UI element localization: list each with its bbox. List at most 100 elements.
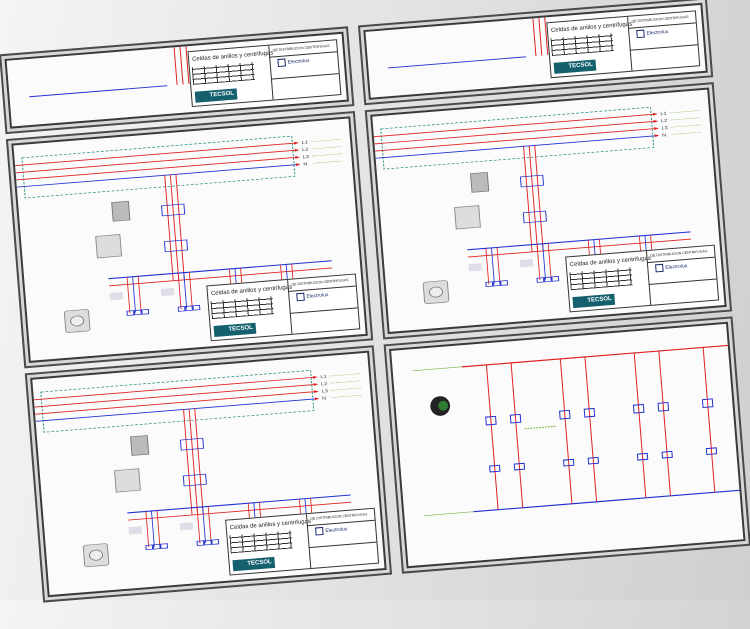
electrolux-icon xyxy=(636,29,645,39)
bus-label: N xyxy=(303,162,308,168)
bus-label: L3 xyxy=(303,154,310,160)
arrow-icon xyxy=(312,375,318,379)
drop-line xyxy=(491,247,495,284)
drop-line xyxy=(202,506,206,543)
arrow-icon xyxy=(653,120,659,123)
bus-line xyxy=(34,384,314,408)
socket-icon xyxy=(89,549,104,561)
bus-label: L3 xyxy=(661,125,668,131)
revision-table xyxy=(569,267,633,291)
label-line xyxy=(329,373,360,377)
terminal-symbol xyxy=(543,276,552,283)
contact-symbol xyxy=(559,409,571,420)
divider xyxy=(270,73,339,80)
document-name: QE DISTRIBUCION CENTRIFUGAS xyxy=(631,14,689,24)
branch-line xyxy=(485,364,499,510)
drop-line xyxy=(496,247,501,284)
client-logo: Electrolux xyxy=(655,262,687,273)
revision-table xyxy=(229,530,293,554)
rcd-photo xyxy=(454,205,481,230)
arrow-icon xyxy=(295,163,301,167)
client-logo: Electrolux xyxy=(636,28,669,39)
sheet-bottom-right xyxy=(388,321,746,569)
electrolux-icon xyxy=(315,526,324,536)
drawing-title: Celdas de anillos y centrifugas xyxy=(550,21,633,35)
revision-table xyxy=(191,61,255,85)
label-line xyxy=(312,153,342,157)
terminal-symbol xyxy=(485,281,494,287)
revision-table xyxy=(210,296,274,320)
breaker-photo xyxy=(130,435,150,456)
drop-line xyxy=(547,243,552,280)
bus-line xyxy=(375,135,655,159)
terminal-symbol xyxy=(551,276,560,282)
bus-label: L1 xyxy=(320,374,327,380)
feeder-line xyxy=(523,146,533,252)
control-schematic xyxy=(412,344,740,516)
terminal-symbol xyxy=(133,309,142,316)
coil-symbol xyxy=(661,450,673,459)
client-logo: Electrolux xyxy=(315,525,347,536)
branch-line xyxy=(559,358,573,504)
contact-symbol xyxy=(485,415,497,426)
feeder-line xyxy=(185,46,190,84)
bus-line xyxy=(35,398,315,422)
coil-symbol xyxy=(705,447,718,456)
bus-label: N xyxy=(662,133,667,139)
drop-line xyxy=(156,510,161,547)
feeder-line xyxy=(183,409,193,516)
bus-line xyxy=(373,113,654,138)
contact-symbol xyxy=(583,407,596,418)
rcd-photo xyxy=(95,234,123,259)
divider xyxy=(629,44,698,51)
label-line xyxy=(524,425,556,430)
drop-line xyxy=(542,243,546,280)
label-block xyxy=(128,526,143,535)
terminal-symbol xyxy=(160,543,169,549)
bus-label: L2 xyxy=(661,118,668,124)
label-line xyxy=(671,131,702,135)
label-line xyxy=(310,139,341,143)
drop-line xyxy=(485,248,490,285)
divider xyxy=(289,307,358,314)
drop-line xyxy=(151,510,155,547)
electrolux-icon xyxy=(296,292,305,302)
drop-line xyxy=(196,507,201,544)
coil-symbol xyxy=(489,464,501,473)
terminal-symbol xyxy=(492,280,501,287)
breaker-symbol xyxy=(161,203,186,217)
revision-table xyxy=(550,33,614,57)
terminal-symbol xyxy=(203,539,212,546)
branch-line xyxy=(584,356,598,502)
drawing-title: Celdas de anillos y centrifugas xyxy=(229,518,312,532)
breaker-symbol xyxy=(522,210,547,224)
branch-line xyxy=(702,347,716,493)
arrow-icon xyxy=(294,141,299,145)
contact-symbol xyxy=(509,413,522,424)
terminal-symbol xyxy=(211,539,220,545)
drop-line xyxy=(126,277,131,314)
client-name: Electrolux xyxy=(646,28,669,37)
drawing-title: Celdas de anillos y centrifugas xyxy=(569,255,652,269)
blue-bus xyxy=(108,260,332,280)
label-line xyxy=(330,380,361,384)
arrow-icon xyxy=(314,397,320,401)
branch-line xyxy=(510,362,524,508)
arrow-icon xyxy=(295,156,300,159)
arrow-icon xyxy=(294,148,300,152)
schematic-fragment xyxy=(29,46,190,98)
coil-symbol xyxy=(562,458,575,467)
company-logo: TECSOL xyxy=(232,556,276,572)
feeder-line xyxy=(194,408,204,515)
arrow-icon xyxy=(652,112,658,116)
divider xyxy=(308,541,377,549)
breaker-symbol xyxy=(163,239,189,253)
label-line xyxy=(412,366,462,372)
drop-line xyxy=(207,506,212,543)
